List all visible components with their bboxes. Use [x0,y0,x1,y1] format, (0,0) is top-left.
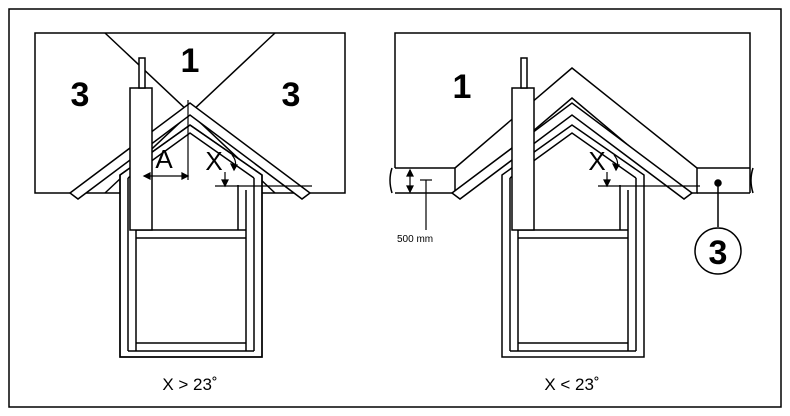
left-chimney-body [129,87,153,231]
left-angle-x [215,154,312,188]
left-zone-1-label: 1 [181,42,200,80]
right-roof [450,102,694,200]
left-zone-3-right-label: 3 [282,76,301,114]
right-caption: X < 23˚ [544,375,599,394]
right-dimension-label: 500 mm [397,234,433,245]
right-dimension-500 [406,168,432,230]
zone-3-marker [694,179,742,275]
zone-3-circle [694,227,742,275]
right-angle-x [598,154,700,188]
right-chimney [511,57,535,231]
right-zone-rect [394,32,751,193]
left-caption: X > 23˚ [162,375,217,394]
left-roof [68,102,312,200]
outer-border [8,8,782,408]
left-zone-3-left-label: 3 [71,76,90,114]
right-zone-3-label: 3 [709,234,728,272]
left-dim-a-label: A [155,144,173,174]
left-angle-x-label: X [205,146,222,176]
right-house [450,67,698,358]
right-zone-1-label: 1 [453,68,472,106]
right-angle-x-label: X [588,146,605,176]
left-chimney [129,57,153,231]
left-house [68,102,312,358]
left-chimney-pipe [138,57,146,89]
right-panel [389,32,754,194]
left-dimension-a [142,100,190,180]
